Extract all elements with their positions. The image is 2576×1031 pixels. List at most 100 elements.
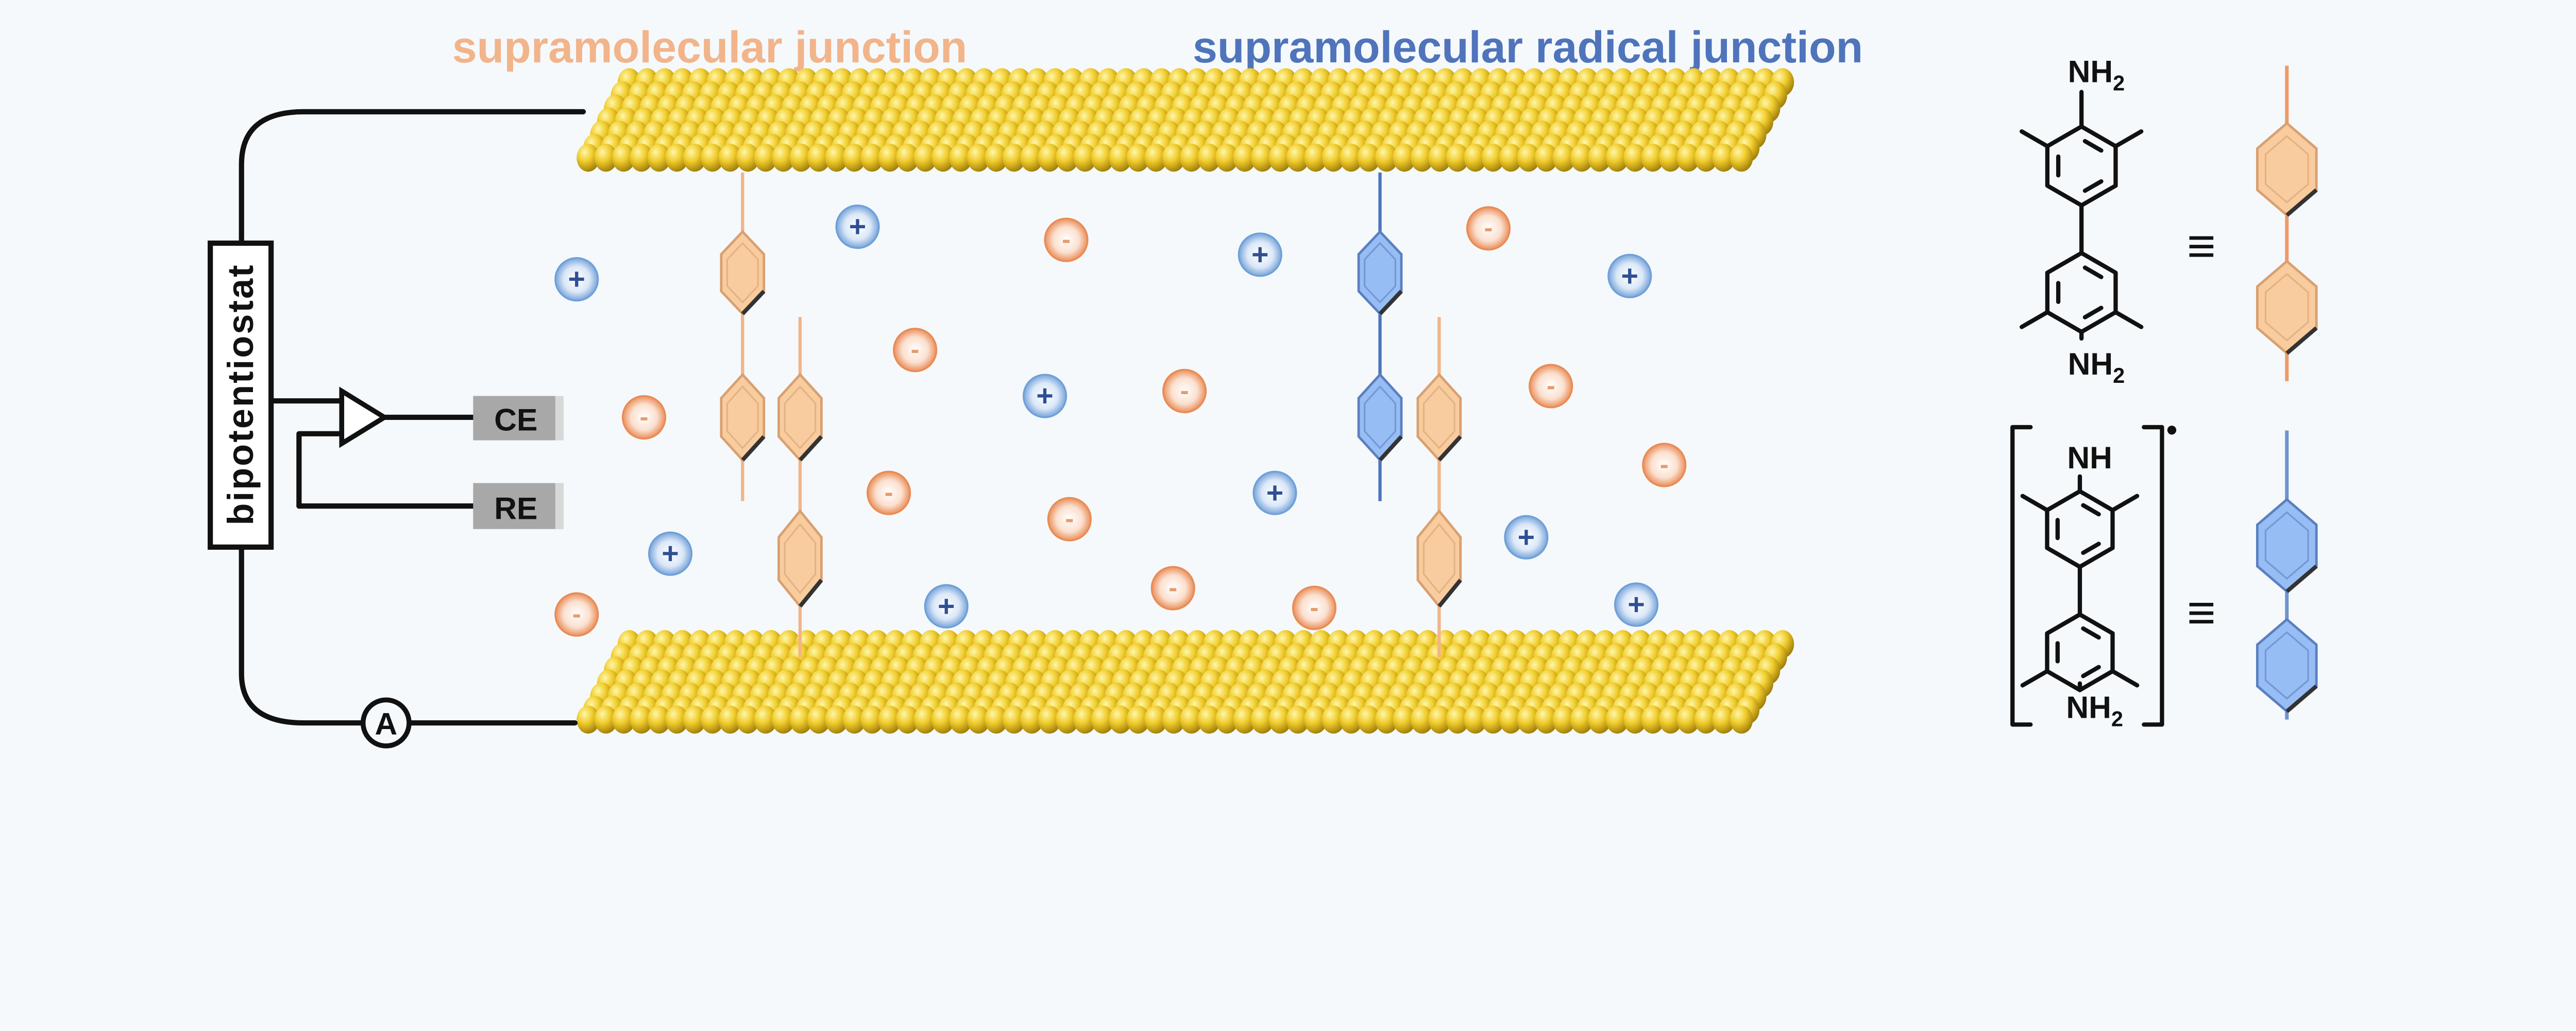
methyl-bond [2113, 310, 2144, 329]
gold-atom [1056, 705, 1079, 734]
gold-atom [860, 705, 884, 734]
cartoon-ring [2256, 498, 2318, 594]
gold-atom [1588, 705, 1611, 734]
gold-atom [648, 705, 671, 734]
circuit: A bipotentiostat CE RE [208, 109, 586, 749]
anion: - [867, 470, 911, 515]
gold-atom [665, 144, 689, 172]
gold-atom [1020, 144, 1043, 172]
radical-cartoon [2256, 430, 2318, 720]
junction-diagram: supramolecular junction supramolecular r… [208, 23, 2318, 749]
cation: + [1504, 515, 1549, 560]
legend: NH2 NH2 ≡ • NH NH2 ≡ [2010, 54, 2318, 731]
gold-atom [1268, 144, 1292, 172]
gold-atom [825, 705, 849, 734]
gold-atom [1215, 144, 1239, 172]
amine-subscript: 2 [2113, 363, 2125, 387]
gold-atom [949, 705, 973, 734]
amine-subscript: 2 [2113, 71, 2125, 95]
gold-atom [931, 144, 955, 172]
gold-atom [1162, 705, 1185, 734]
anion: - [893, 328, 938, 373]
anion: - [554, 592, 599, 637]
gold-atom [1605, 705, 1629, 734]
cation-sign: + [1628, 588, 1645, 621]
gold-atom [1180, 705, 1203, 734]
equivalence-symbol: ≡ [2187, 218, 2216, 274]
anion-sign: - [572, 599, 581, 629]
methyl-bond [2110, 669, 2140, 688]
radical-molecule-structure: • NH NH2 [2010, 412, 2177, 731]
gold-atom [896, 144, 919, 172]
gold-atom [1659, 144, 1682, 172]
cation-sign: + [1518, 521, 1535, 554]
gold-atom [967, 705, 990, 734]
cation: + [554, 257, 599, 302]
gold-atom [1623, 144, 1647, 172]
gold-atom [1641, 705, 1665, 734]
reference-electrode: RE [473, 483, 564, 529]
anion-sign: - [1310, 593, 1319, 622]
gold-atom [1250, 144, 1274, 172]
gold-atom [1233, 144, 1257, 172]
amine-bottom-label: NH2 [2068, 346, 2125, 387]
gold-atom [1304, 705, 1327, 734]
ammeter-label: A [375, 706, 397, 741]
wire-top [239, 109, 586, 246]
anion: - [1466, 206, 1511, 251]
gold-atom [1393, 144, 1416, 172]
gold-atom [1428, 705, 1451, 734]
gold-atom [1375, 705, 1398, 734]
radical-ring [1357, 373, 1403, 462]
gold-atom [1605, 144, 1629, 172]
gold-atom [577, 705, 600, 734]
methyl-bond [2020, 669, 2049, 688]
gold-atom [736, 144, 759, 172]
gold-atom [1304, 144, 1327, 172]
gold-atom [1197, 144, 1221, 172]
gold-atom [1020, 705, 1043, 734]
gold-atom [1321, 144, 1345, 172]
molecule-rings [720, 230, 1462, 609]
gold-atom [985, 705, 1008, 734]
gold-atom [949, 144, 973, 172]
cation: + [1614, 582, 1659, 627]
anion: - [1529, 364, 1573, 409]
gold-atom [842, 144, 866, 172]
gold-atom [594, 144, 618, 172]
radical-skeletal-formula [2020, 474, 2140, 692]
bipotentiostat-label: bipotentiostat [220, 263, 261, 525]
gold-atom [1552, 705, 1576, 734]
gold-atom [701, 144, 724, 172]
gold-atom [683, 705, 706, 734]
gold-atom [718, 705, 742, 734]
ce-label: CE [494, 402, 537, 437]
electrolyte-ions: ++++++++++------------ [554, 205, 1687, 637]
anion: - [621, 395, 667, 440]
equivalence-symbol: ≡ [2187, 585, 2216, 640]
radical-dot: • [2166, 412, 2177, 447]
gold-atom [1091, 144, 1114, 172]
gold-atom [1393, 705, 1416, 734]
gold-atom [1446, 144, 1469, 172]
amine-subscript: 2 [2111, 706, 2123, 731]
methyl-bond [2020, 494, 2049, 513]
amplifier-icon [339, 386, 389, 448]
top-gold-electrode [577, 68, 1794, 172]
neutral-ring [777, 509, 823, 609]
gold-atom [772, 144, 795, 172]
gold-atom [1694, 705, 1718, 734]
neutral-ring [1416, 373, 1462, 462]
gold-atom [1570, 144, 1594, 172]
gold-atom [630, 144, 653, 172]
anion-sign: - [1180, 376, 1189, 405]
cation: + [835, 205, 880, 249]
amine-group: NH [2068, 346, 2113, 381]
gold-atom [1340, 705, 1363, 734]
neutral-ring [720, 230, 766, 316]
amine-group: NH [2068, 54, 2113, 89]
gold-atom [1517, 705, 1540, 734]
gold-atom [1002, 705, 1026, 734]
double-bond [2082, 179, 2104, 193]
gold-atom [1694, 144, 1718, 172]
